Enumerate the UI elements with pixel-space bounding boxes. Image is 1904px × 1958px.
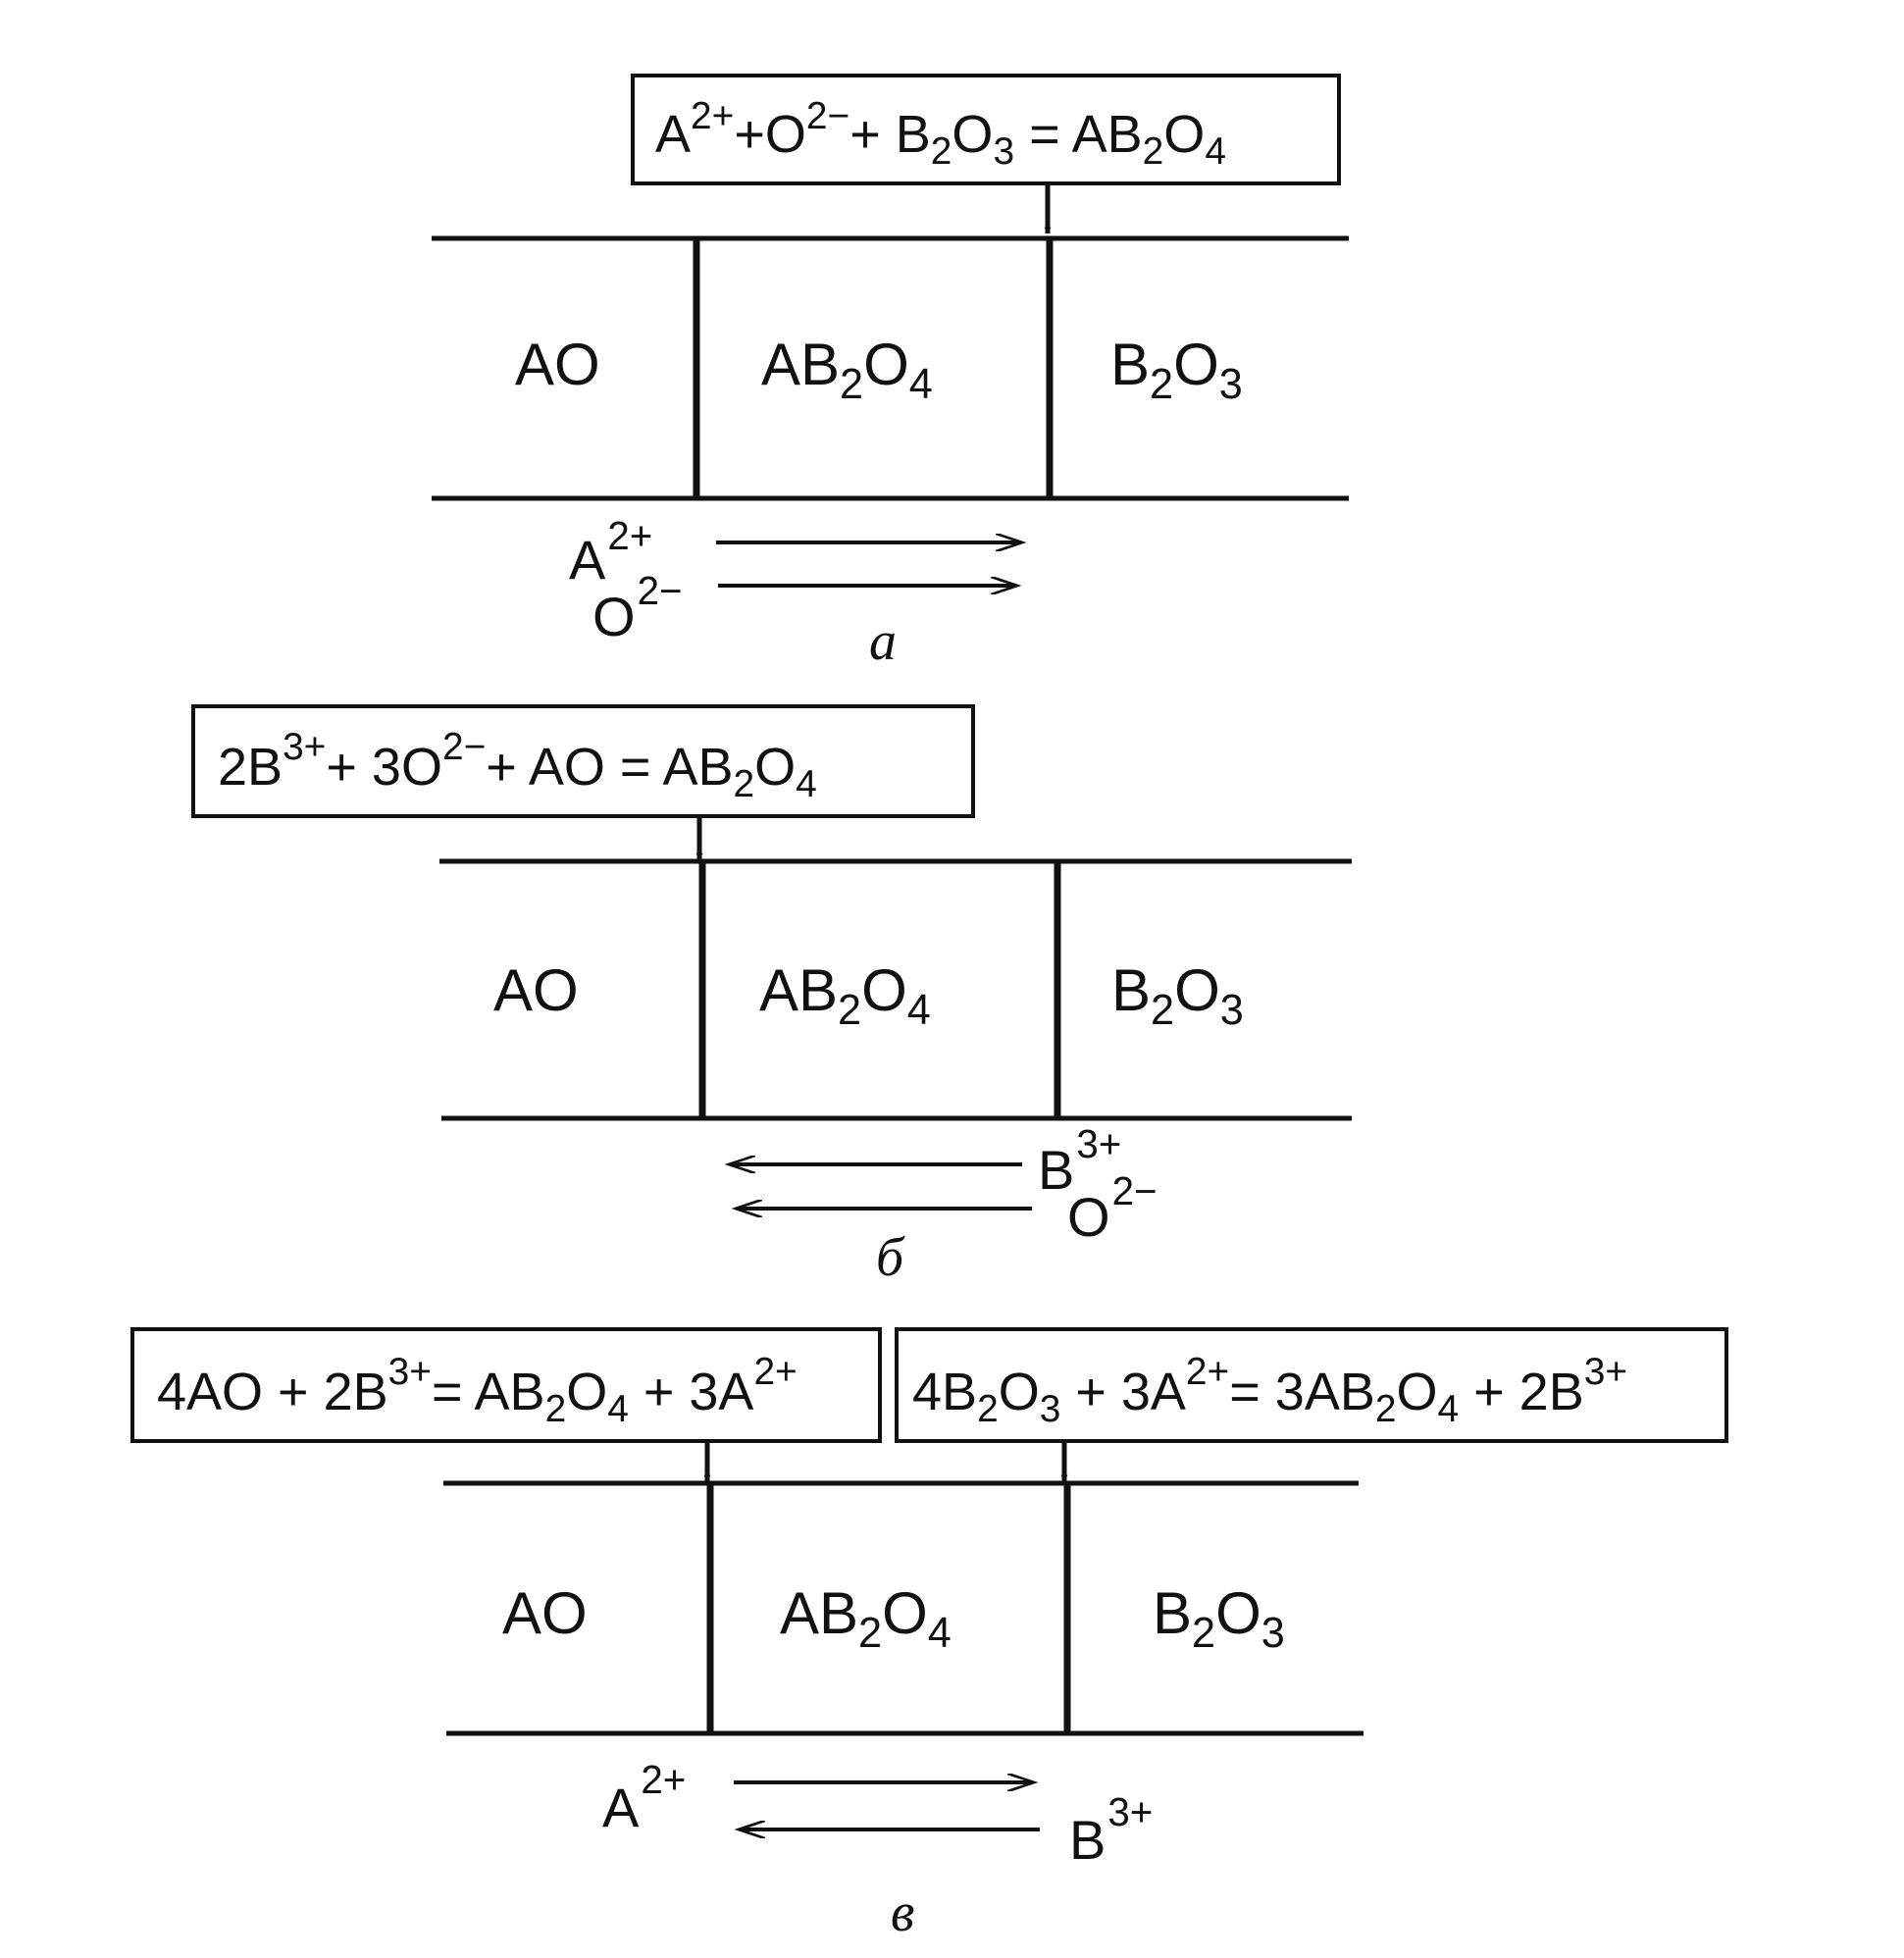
- reaction-box-b: [191, 704, 975, 818]
- reaction-equation-c-right: 4B2O3 + 3A2+= 3AB2O4 + 2B3+: [912, 1351, 1627, 1430]
- ion-o-label-b: O2−: [1067, 1168, 1158, 1248]
- panel-b: 2B3++ 3O2−+ AO = AB2O4 AO AB2O4 B2O3 B3+…: [191, 704, 1352, 1288]
- reaction-equation-a: A2++O2−+ B2O3 = AB2O4: [655, 95, 1226, 173]
- ion-b-label-c: B3+: [1069, 1789, 1153, 1871]
- panel-caption-c: в: [891, 1882, 914, 1943]
- phase-spinel-b: AB2O4: [759, 957, 931, 1034]
- reaction-equation-c-left: 4AO + 2B3+= AB2O4 + 3A2+: [157, 1351, 798, 1430]
- phase-ao-b: AO: [493, 957, 579, 1023]
- reaction-box-c-left: [130, 1327, 882, 1443]
- phase-ao-a: AO: [515, 332, 600, 397]
- phase-b2o3-b: B2O3: [1111, 957, 1244, 1034]
- ion-b-label-b: B3+: [1038, 1121, 1121, 1201]
- reaction-box-a: [631, 74, 1341, 185]
- ion-a-label-c: A2+: [602, 1757, 686, 1838]
- phase-spinel-c: AB2O4: [780, 1580, 952, 1657]
- ion-o-label-a: O2−: [592, 568, 683, 647]
- phase-ao-c: AO: [502, 1580, 588, 1646]
- phase-spinel-a: AB2O4: [761, 332, 933, 408]
- panel-caption-a: a: [869, 611, 897, 672]
- phase-b2o3-a: B2O3: [1110, 332, 1243, 408]
- reaction-box-c-right: [895, 1327, 1728, 1443]
- reaction-equation-b: 2B3++ 3O2−+ AO = AB2O4: [218, 726, 817, 805]
- panel-caption-b: б: [876, 1227, 905, 1288]
- panel-c: 4AO + 2B3+= AB2O4 + 3A2+ 4B2O3 + 3A2+= 3…: [130, 1327, 1728, 1943]
- phase-b2o3-c: B2O3: [1153, 1580, 1285, 1657]
- panel-a: A2++O2−+ B2O3 = AB2O4 AO AB2O4 B2O3 A2+ …: [432, 74, 1349, 672]
- ion-a-label-a: A2+: [569, 513, 652, 591]
